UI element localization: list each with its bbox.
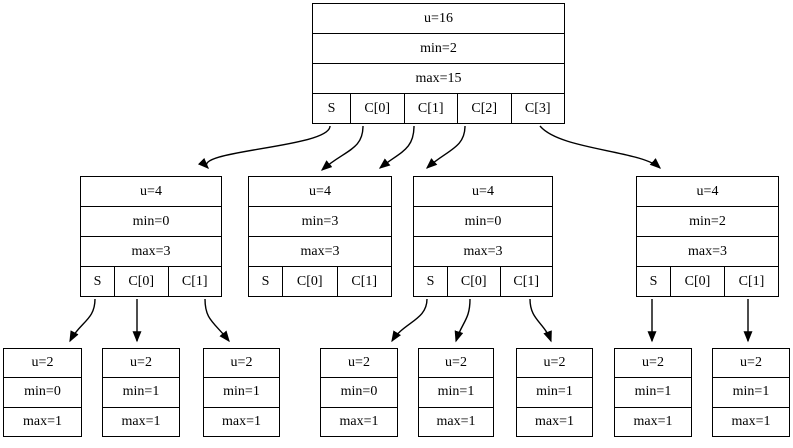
node-max-value: max=1 bbox=[23, 413, 62, 429]
node-max-value: max=1 bbox=[731, 413, 771, 429]
node-cluster-cell-0[interactable]: C[0] bbox=[115, 267, 169, 296]
node-universe-size: u=2 bbox=[713, 349, 789, 379]
node-min-value: min=0 bbox=[81, 207, 221, 237]
node-min-value: min=0 bbox=[4, 378, 81, 408]
node-max-value: max=3 bbox=[414, 237, 552, 267]
node-summary-cell[interactable]: S bbox=[313, 94, 351, 123]
edge-n3-C0-to-l5 bbox=[454, 298, 471, 343]
node-universe-size: u=2 bbox=[517, 349, 592, 379]
node-universe-size: u=2 bbox=[615, 349, 691, 379]
edge-n1-C1-to-l3 bbox=[204, 298, 230, 343]
edge-root-S-to-n1 bbox=[197, 125, 331, 169]
node-min-value: min=0 bbox=[321, 378, 397, 408]
node-universe-size: u=2 bbox=[321, 349, 397, 379]
node-cluster-cell-0[interactable]: C[0] bbox=[351, 94, 405, 123]
node-max-value: max=1 bbox=[633, 413, 673, 429]
node-max-value: max=3 bbox=[81, 237, 221, 267]
node-min-value: min=2 bbox=[637, 207, 778, 237]
edge-n3-C1-to-l6 bbox=[529, 298, 552, 343]
node-cluster-cell-1[interactable]: C[1] bbox=[181, 273, 208, 289]
node-summary-cell[interactable]: S bbox=[414, 267, 448, 296]
node-min-value: min=1 bbox=[204, 378, 279, 408]
node-max-value: max=1 bbox=[339, 413, 379, 429]
edge-root-C0-to-n1 bbox=[320, 125, 364, 171]
node-min-value: min=0 bbox=[414, 207, 552, 237]
node-universe-size: u=4 bbox=[414, 177, 552, 207]
node-cluster-cell-1[interactable]: C[1] bbox=[738, 273, 765, 289]
edge-root-C3-to-n4 bbox=[539, 125, 662, 169]
node-min-value: min=1 bbox=[419, 378, 493, 408]
node-max-value: max=3 bbox=[249, 237, 391, 267]
node-universe-size: u=2 bbox=[4, 349, 81, 379]
node-max-value: max=3 bbox=[637, 237, 778, 267]
node-min-value: min=1 bbox=[615, 378, 691, 408]
node-cluster-cell-0[interactable]: C[0] bbox=[671, 267, 725, 296]
node-max-value: max=15 bbox=[313, 64, 564, 94]
node-cluster-cell-0[interactable]: C[0] bbox=[448, 267, 501, 296]
node-cluster-cell-0[interactable]: C[0] bbox=[283, 267, 338, 296]
node-universe-size: u=4 bbox=[637, 177, 778, 207]
node-max-value: max=1 bbox=[222, 413, 261, 429]
node-max-value: max=1 bbox=[535, 413, 574, 429]
node-cluster-cell-1[interactable]: C[1] bbox=[513, 273, 540, 289]
edge-root-C1-to-n2 bbox=[378, 125, 415, 169]
edge-n1-S-to-l1 bbox=[69, 298, 96, 343]
node-summary-cell[interactable]: S bbox=[249, 267, 283, 296]
node-universe-size: u=2 bbox=[103, 349, 179, 379]
node-max-value: max=1 bbox=[121, 413, 161, 429]
node-min-value: min=2 bbox=[313, 34, 564, 64]
node-min-value: min=3 bbox=[249, 207, 391, 237]
node-min-value: min=1 bbox=[103, 378, 179, 408]
node-cluster-cell-3[interactable]: C[3] bbox=[524, 100, 551, 116]
node-summary-cell[interactable]: S bbox=[81, 267, 115, 296]
node-cluster-cell-1[interactable]: C[1] bbox=[351, 273, 378, 289]
edge-n3-S-to-l4 bbox=[391, 298, 428, 343]
node-summary-cell[interactable]: S bbox=[637, 267, 671, 296]
node-min-value: min=1 bbox=[517, 378, 592, 408]
edge-root-C2-to-n3 bbox=[425, 125, 466, 169]
node-universe-size: u=16 bbox=[313, 4, 564, 34]
node-min-value: min=1 bbox=[713, 378, 789, 408]
node-cluster-cell-1[interactable]: C[1] bbox=[405, 94, 458, 123]
node-max-value: max=1 bbox=[436, 413, 476, 429]
node-universe-size: u=4 bbox=[249, 177, 391, 207]
node-cluster-cell-2[interactable]: C[2] bbox=[458, 94, 512, 123]
node-universe-size: u=2 bbox=[419, 349, 493, 379]
node-universe-size: u=4 bbox=[81, 177, 221, 207]
node-universe-size: u=2 bbox=[204, 349, 279, 379]
